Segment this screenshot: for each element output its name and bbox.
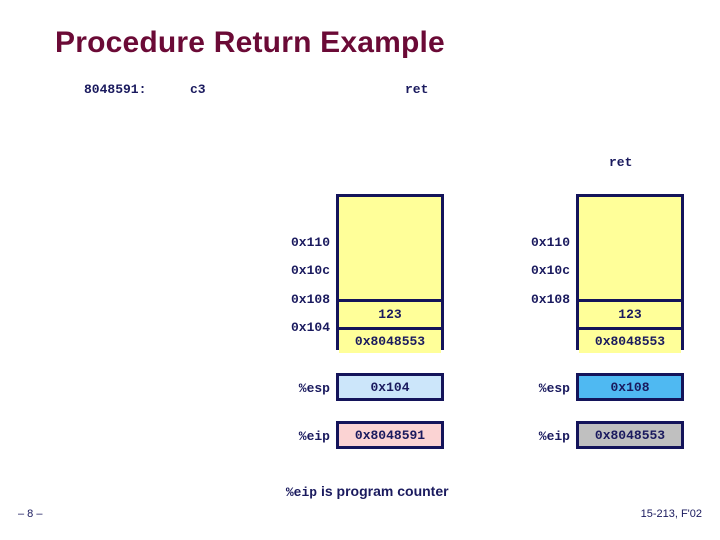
- after-state-label: ret: [609, 155, 633, 170]
- stack-before: 123 0x8048553: [336, 194, 444, 353]
- stack-after-cell-empty: [579, 197, 681, 299]
- caption: %eip is program counter: [0, 468, 720, 515]
- stack-after-addr-0x10c: 0x10c: [530, 263, 570, 278]
- stack-before-addr-0x104: 0x104: [290, 320, 330, 335]
- stack-before-cell-value: 123: [339, 299, 441, 327]
- footer-page-number: – 8 –: [18, 508, 43, 520]
- register-value-esp-before: 0x104: [336, 373, 444, 401]
- register-value-esp-after: 0x108: [576, 373, 684, 401]
- footer-course: 15-213, F'02: [640, 508, 702, 520]
- stack-after-addr-0x108: 0x108: [530, 292, 570, 307]
- stack-after-cell-return-address: 0x8048553: [579, 327, 681, 353]
- stack-before-addr-0x10c: 0x10c: [290, 263, 330, 278]
- stack-before-cell-empty: [339, 197, 441, 299]
- caption-register-name: %eip: [285, 485, 318, 500]
- stack-before-addr-0x110: 0x110: [290, 235, 330, 250]
- stack-before-addr-0x108: 0x108: [290, 292, 330, 307]
- stack-before-cell-return-address: 0x8048553: [339, 327, 441, 353]
- caption-text: is program counter: [317, 483, 449, 499]
- stack-after-cell-value: 123: [579, 299, 681, 327]
- instruction-address: 8048591:: [84, 82, 147, 97]
- stack-after: 123 0x8048553: [576, 194, 684, 353]
- register-value-eip-before: 0x8048591: [336, 421, 444, 449]
- register-label-eip-before: %eip: [298, 429, 330, 444]
- register-label-esp-before: %esp: [298, 381, 330, 396]
- register-label-eip-after: %eip: [538, 429, 570, 444]
- register-label-esp-after: %esp: [538, 381, 570, 396]
- register-value-eip-after: 0x8048553: [576, 421, 684, 449]
- instruction-bytes: c3: [190, 82, 206, 97]
- stack-after-addr-0x110: 0x110: [530, 235, 570, 250]
- instruction-mnemonic: ret: [405, 82, 429, 97]
- page-title: Procedure Return Example: [55, 26, 445, 59]
